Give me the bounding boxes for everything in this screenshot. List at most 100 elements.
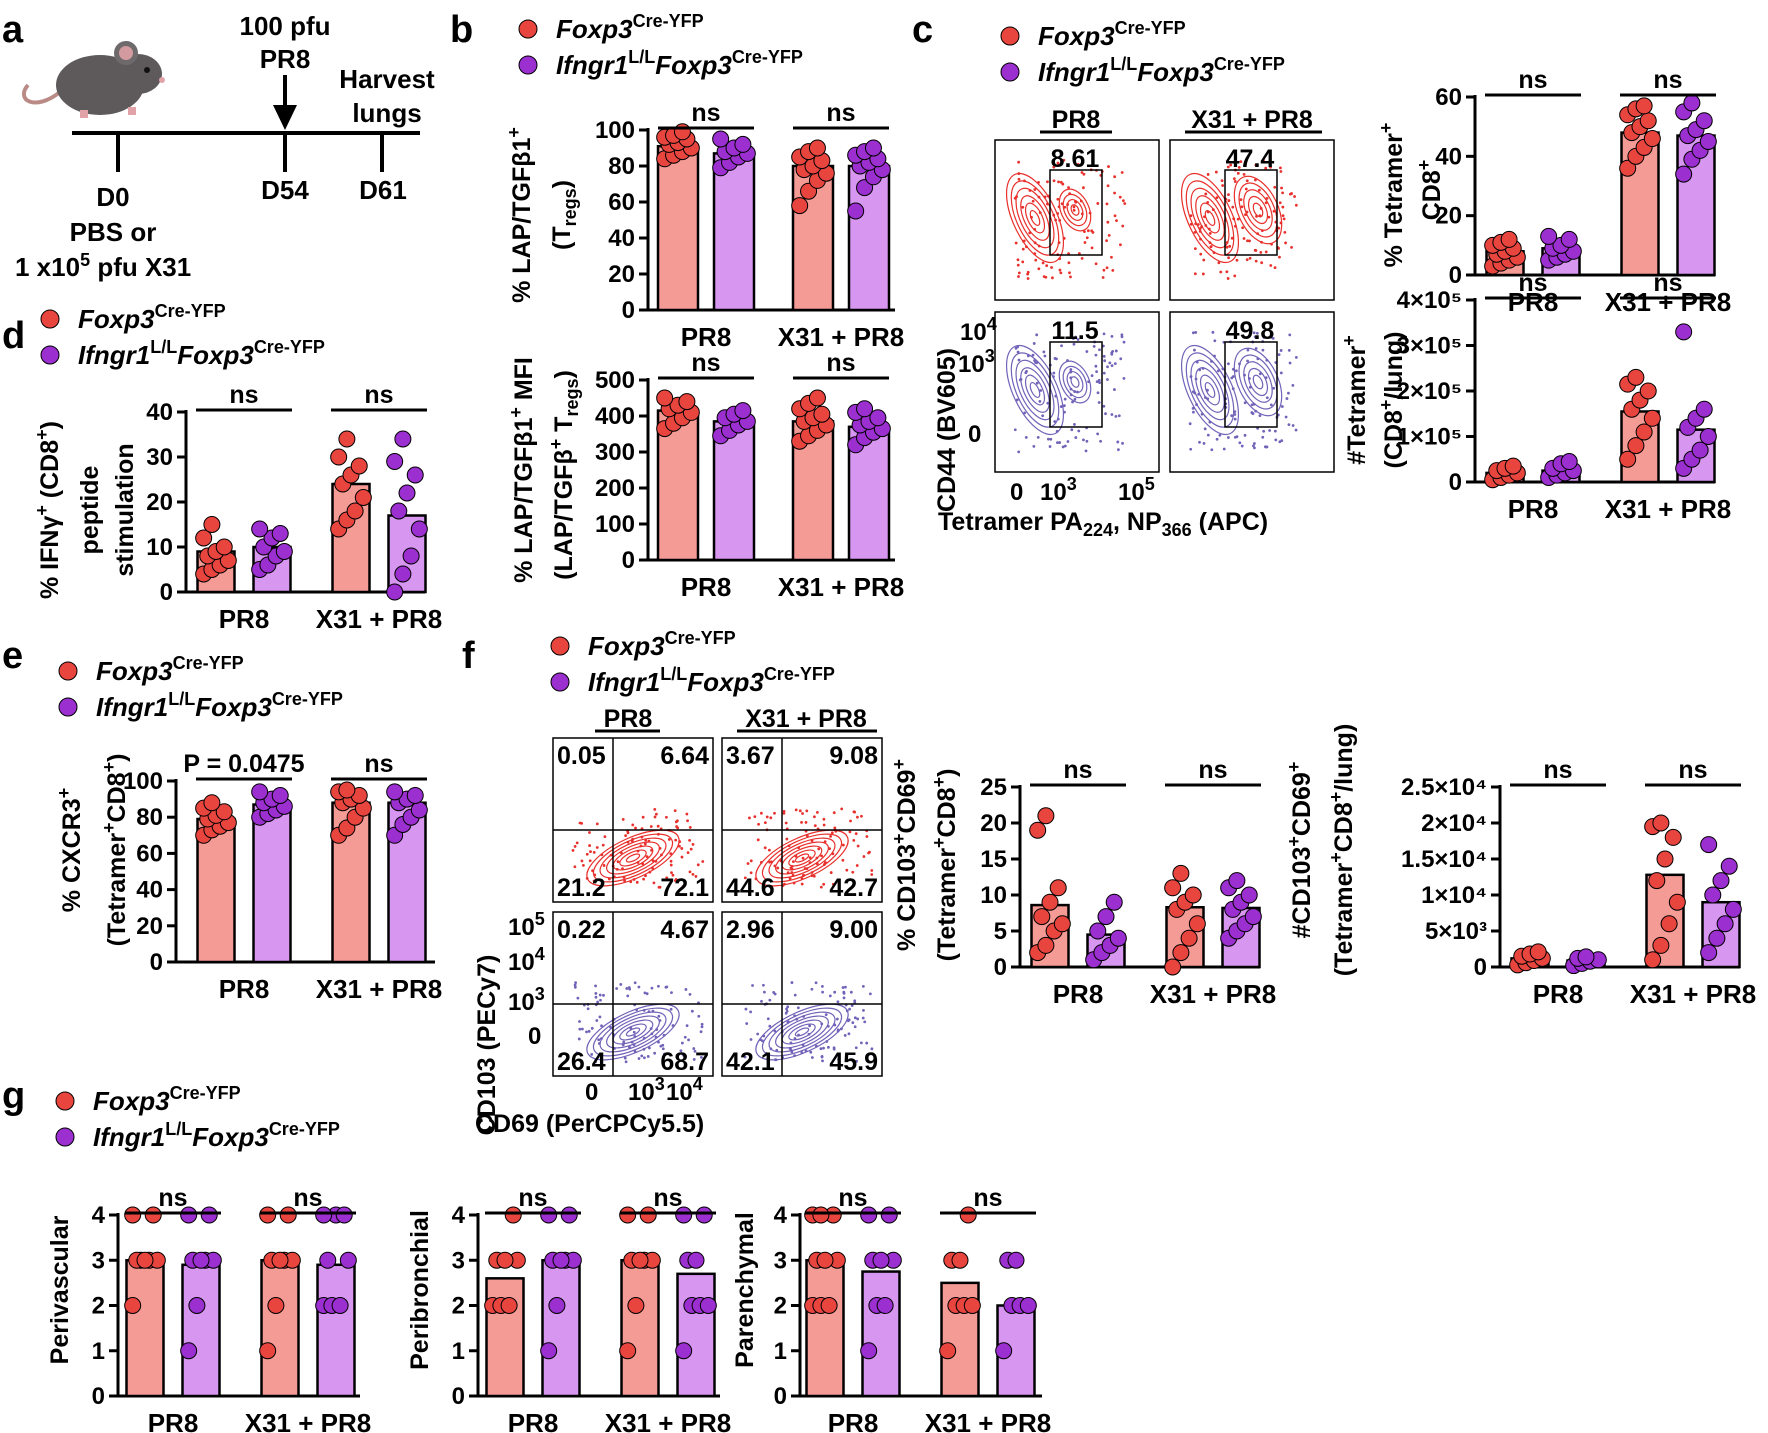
event-dot (624, 834, 628, 838)
event-dot (696, 863, 700, 867)
contour-ring (1005, 172, 1065, 264)
event-dot (573, 985, 577, 989)
event-dot (870, 873, 874, 876)
y-tick-label: 0 (160, 579, 173, 606)
event-dot (763, 846, 767, 850)
y-tick-label: 5 (994, 918, 1007, 945)
contour-ring (592, 1007, 674, 1057)
ylabel-e: % CXCR3+ (54, 788, 86, 912)
event-dot (1077, 252, 1081, 255)
y-tick-label: 4 (774, 1202, 788, 1229)
facs-f-xtick-zero: 0 (585, 1079, 598, 1106)
data-point (1109, 929, 1127, 947)
panel-letter-a: a (2, 9, 24, 51)
facs-f-xlabel: CD69 (PerCPCy5.5) (475, 1110, 704, 1138)
event-dot (842, 991, 846, 995)
data-point (1504, 457, 1522, 475)
event-dot (693, 1049, 697, 1053)
event-dot (601, 843, 605, 847)
significance-label: ns (364, 750, 393, 778)
x-category-label: PR8 (681, 572, 732, 602)
bar (181, 1263, 221, 1398)
data-point (627, 1297, 645, 1314)
event-dot (1057, 180, 1060, 184)
data-point (847, 202, 865, 220)
timeline-panel: 100 pfu PR8 Harvest lungs D0 D54 D61 PBS… (15, 11, 435, 282)
data-point (330, 448, 348, 466)
contour-ring (1190, 187, 1230, 249)
x-category-label: PR8 (219, 604, 270, 634)
event-dot (1246, 348, 1250, 352)
event-dot (616, 860, 620, 864)
event-dot (1246, 239, 1249, 243)
quadrant-ul-value: 0.05 (557, 742, 606, 770)
event-dot (674, 878, 678, 881)
legend-label-ifngr1: Ifngr1L/LFoxp3Cre-YFP (78, 337, 325, 370)
event-dot (1034, 361, 1037, 364)
event-dot (1262, 158, 1265, 162)
event-dot (1193, 348, 1196, 352)
event-dot (1069, 275, 1072, 279)
contour-ring (761, 1007, 843, 1057)
event-dot (784, 821, 788, 825)
event-dot (1269, 165, 1272, 169)
data-point (1041, 893, 1059, 911)
event-dot (1116, 440, 1120, 444)
x-category-label: PR8 (1508, 494, 1559, 524)
event-dot (1239, 198, 1243, 202)
event-dot (1017, 275, 1020, 278)
event-dot (1105, 266, 1109, 270)
x-category-label: PR8 (148, 1408, 199, 1433)
data-point (386, 583, 404, 601)
data-point (876, 1297, 894, 1314)
event-dot (632, 1030, 636, 1034)
significance-label: ns (1543, 756, 1572, 784)
event-dot (1269, 331, 1273, 335)
data-point (1720, 857, 1738, 875)
data-point (1675, 165, 1693, 183)
event-dot (1119, 243, 1122, 247)
event-dot (819, 885, 823, 889)
y-tick-label: 20 (136, 913, 163, 940)
event-dot (1294, 355, 1298, 359)
event-dot (688, 826, 692, 829)
event-dot (691, 873, 695, 876)
event-dot (1052, 371, 1056, 375)
event-dot (1097, 378, 1101, 382)
event-dot (853, 1025, 857, 1029)
event-dot (1222, 447, 1226, 451)
y-tick-label: 400 (595, 403, 635, 430)
y-tick-label: 4 (92, 1202, 106, 1229)
event-dot (1113, 191, 1116, 195)
event-dot (1274, 438, 1278, 442)
event-dot (1077, 429, 1081, 433)
data-point (1656, 850, 1674, 868)
event-dot (650, 986, 654, 990)
event-dot (851, 870, 855, 874)
data-point (1105, 893, 1123, 911)
event-dot (697, 1014, 701, 1018)
ylabel-d-3: stimulation (111, 443, 139, 576)
event-dot (1122, 376, 1126, 380)
y-tick-label: 10 (146, 534, 173, 561)
significance-label: ns (229, 381, 258, 409)
data-point (808, 389, 826, 407)
event-dot (1046, 437, 1050, 441)
event-dot (589, 850, 592, 854)
y-tick-label: 0 (92, 1383, 105, 1410)
event-dot (817, 847, 821, 851)
data-point (1529, 943, 1547, 961)
contour-ring (1243, 189, 1273, 231)
event-dot (1265, 396, 1269, 400)
facs-c-plot: 11.5 (994, 311, 1160, 473)
event-dot (586, 1007, 590, 1011)
event-dot (637, 985, 641, 989)
event-dot (1017, 358, 1021, 362)
data-point (1660, 915, 1678, 933)
event-dot (669, 859, 673, 863)
event-dot (1034, 258, 1038, 262)
event-dot (577, 1037, 581, 1041)
ylabel-f-right-2: (Tetramer+CD8+/lung) (1326, 724, 1358, 977)
